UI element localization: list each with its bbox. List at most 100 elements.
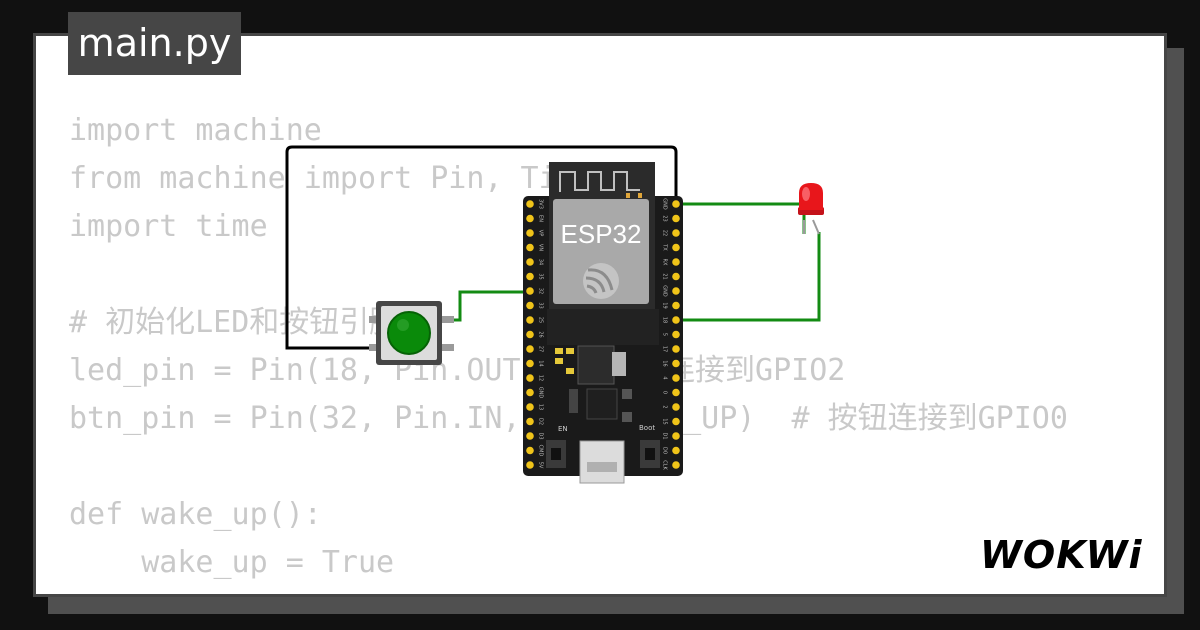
left-pin-cmd[interactable] <box>526 446 534 455</box>
left-pin-d3[interactable] <box>526 432 534 440</box>
right-pin-18[interactable] <box>672 316 680 324</box>
usb-port <box>579 440 625 484</box>
right-pin-label: 2 <box>662 405 668 408</box>
green-wire-led-cathode <box>676 232 821 322</box>
left-pin-label: 27 <box>538 346 544 352</box>
left-pin-label: 34 <box>538 259 544 265</box>
push-button[interactable] <box>369 301 454 365</box>
right-pin-label: 16 <box>662 360 668 366</box>
left-pin-label: D3 <box>538 432 544 439</box>
right-pin-label: 21 <box>662 273 668 279</box>
en-button[interactable] <box>546 440 566 468</box>
right-pin-tx[interactable] <box>672 243 680 252</box>
left-pin-label: D2 <box>538 418 544 425</box>
right-pin-label: D1 <box>662 432 668 439</box>
button-cap[interactable] <box>387 311 431 355</box>
left-pin-label: 32 <box>538 288 544 294</box>
left-pin-label: VN <box>538 244 544 251</box>
left-pin-25[interactable] <box>526 316 534 324</box>
green-wire-led-anode <box>676 202 806 234</box>
right-pin-label: 5 <box>662 333 668 336</box>
red-led[interactable] <box>798 183 824 235</box>
green-wire-button <box>446 290 530 322</box>
right-pin-label: GND <box>662 198 668 210</box>
left-pin-13[interactable] <box>526 403 534 411</box>
left-pin-32[interactable] <box>526 287 534 295</box>
boot-button[interactable] <box>640 440 660 468</box>
code-line-7: btn_pin = Pin(32, Pin.IN, Pin.PULL_UP) #… <box>69 401 1068 436</box>
right-pin-gnd[interactable] <box>672 287 680 295</box>
right-pin-22[interactable] <box>672 229 680 237</box>
right-pin-4[interactable] <box>672 374 680 382</box>
left-pin-gnd[interactable] <box>526 388 534 397</box>
right-pin-0[interactable] <box>672 388 680 397</box>
left-pin-label: EN <box>538 215 544 222</box>
left-pin-33[interactable] <box>526 301 534 310</box>
right-pin-label: 18 <box>662 317 668 323</box>
left-pin-vp[interactable] <box>526 229 534 237</box>
chip-label: ESP32 <box>561 219 642 249</box>
right-pin-17[interactable] <box>672 345 680 353</box>
left-pin-14[interactable] <box>526 359 534 368</box>
left-pin-35[interactable] <box>526 272 534 281</box>
right-pin-label: 17 <box>662 346 668 352</box>
left-pin-5v[interactable] <box>526 461 534 469</box>
right-pin-16[interactable] <box>672 359 680 368</box>
boot-label: Boot <box>639 424 655 432</box>
right-pin-label: TX <box>662 243 668 251</box>
right-pin-label: RX <box>662 259 668 266</box>
left-pin-label: 5V <box>538 462 544 469</box>
left-pin-label: 14 <box>538 360 544 366</box>
left-pin-label: 3V3 <box>538 199 544 209</box>
right-pin-label: 15 <box>662 418 668 424</box>
right-pin-label: 0 <box>662 391 668 394</box>
left-pin-header: 3V3ENVPVN343532332526271412GND13D2D3CMD5… <box>526 199 544 469</box>
right-pin-clk[interactable] <box>672 461 680 469</box>
right-pin-2[interactable] <box>672 403 680 411</box>
left-pin-label: VP <box>538 230 544 236</box>
right-pin-d1[interactable] <box>672 432 680 440</box>
left-pin-34[interactable] <box>526 258 534 266</box>
left-pin-label: 33 <box>538 302 544 308</box>
right-pin-19[interactable] <box>672 301 680 310</box>
file-tab[interactable]: main.py <box>68 12 241 75</box>
left-pin-12[interactable] <box>526 374 534 382</box>
left-pin-label: 26 <box>538 331 544 337</box>
code-line-3: import time <box>69 209 268 244</box>
right-pin-label: 23 <box>662 215 668 221</box>
left-pin-label: 12 <box>538 375 544 381</box>
left-pin-label: GND <box>538 387 544 399</box>
left-pin-en[interactable] <box>526 214 534 223</box>
left-pin-26[interactable] <box>526 330 534 339</box>
left-pin-label: 25 <box>538 317 544 323</box>
wokwi-logo[interactable]: WOKWi <box>976 526 1150 582</box>
right-pin-label: CLK <box>662 460 668 470</box>
right-pin-d0[interactable] <box>672 446 680 455</box>
right-pin-label: 4 <box>662 376 668 379</box>
right-pin-15[interactable] <box>672 417 680 426</box>
left-pin-d2[interactable] <box>526 417 534 426</box>
en-label: EN <box>558 425 568 433</box>
code-line-9: def wake_up(): <box>69 497 322 532</box>
left-pin-label: 35 <box>538 273 544 279</box>
right-pin-21[interactable] <box>672 272 680 281</box>
left-pin-3v3[interactable] <box>526 200 534 208</box>
right-pin-5[interactable] <box>672 330 680 339</box>
right-pin-label: D0 <box>662 447 668 454</box>
right-pin-label: GND <box>662 285 668 297</box>
left-pin-vn[interactable] <box>526 243 534 252</box>
espressif-logo-icon <box>583 263 619 299</box>
wokwi-logo-text: WOKWi <box>980 533 1143 577</box>
right-pin-gnd[interactable] <box>672 200 680 208</box>
left-pin-27[interactable] <box>526 345 534 353</box>
right-pin-label: 22 <box>662 230 668 236</box>
right-pin-rx[interactable] <box>672 258 680 266</box>
right-pin-23[interactable] <box>672 214 680 223</box>
code-line-2: from machine import Pin, Timer <box>69 161 611 196</box>
black-wire <box>285 145 678 350</box>
code-line-10: wake_up = True <box>69 545 395 580</box>
